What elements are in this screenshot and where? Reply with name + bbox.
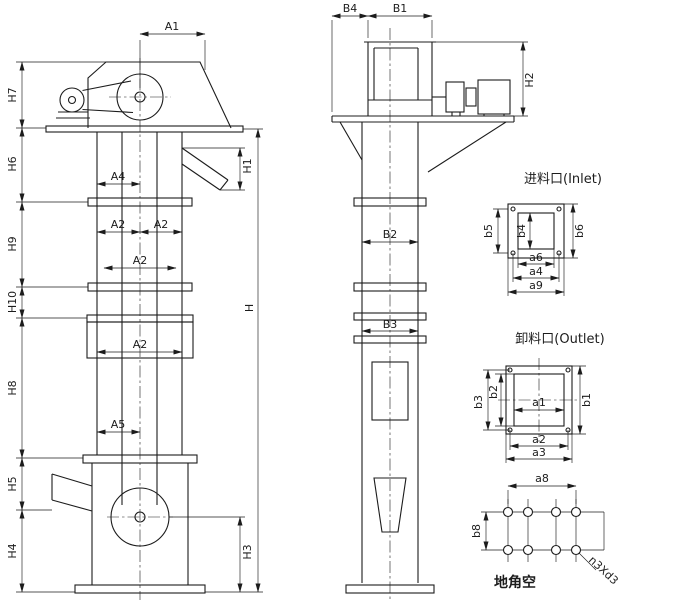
bucket [371, 361, 409, 421]
outlet-detail: 卸料口(Outlet) b1 b2 b3 a1 a2 a3 [472, 331, 605, 463]
bolt-hole [565, 367, 571, 373]
anchor-hole [502, 506, 514, 518]
anchor-hole [522, 544, 534, 556]
platform-braces [339, 121, 507, 173]
dim-label-a4-inlet: a4 [529, 265, 543, 278]
side-view: B4 B1 H2 B2 B3 [331, 2, 536, 600]
dim-label-h4: H4 [6, 543, 19, 558]
dim-label-a2-outlet: a2 [532, 433, 546, 446]
head-casing [364, 41, 436, 116]
dim-label-h9: H9 [6, 236, 19, 251]
dim-label-a8: a8 [535, 472, 549, 485]
flange [353, 335, 427, 344]
bucket-trapezoid [373, 477, 407, 533]
centerline [498, 358, 580, 442]
flange [353, 197, 427, 207]
base-hole-pattern: a8 b8 n3Xd3 地角空 [470, 472, 621, 591]
dim-label-b6: b6 [573, 224, 586, 238]
dim-label-a2: A2 [111, 218, 126, 231]
head-platform [331, 115, 515, 123]
dim-label-h: H [243, 304, 256, 312]
drive-motor-icon [59, 87, 85, 113]
dim-label-b1: B1 [393, 2, 408, 15]
flange [353, 312, 427, 321]
inlet-detail: 进料口(Inlet) b6 b5 b4 a6 a4 a9 [482, 172, 602, 296]
base-title: 地角空 [494, 574, 536, 591]
dim-label-b3: B3 [383, 318, 398, 331]
dim-label-b8: b8 [470, 524, 483, 538]
dim-label-h10: H10 [6, 291, 19, 313]
anchor-hole [550, 506, 562, 518]
dim-label-a3-outlet: a3 [532, 446, 546, 459]
dim-label-b1-outlet: b1 [580, 393, 593, 407]
anchor-hole [570, 506, 582, 518]
flange [353, 282, 427, 292]
coupling [465, 87, 477, 107]
dim-label-b3-outlet: b3 [472, 395, 485, 409]
extension-lines [16, 40, 263, 593]
outlet-title: 卸料口(Outlet) [515, 331, 604, 347]
base-plate [345, 584, 435, 594]
dim-label-h8: H8 [6, 380, 19, 395]
leader-line [578, 552, 597, 571]
bolt-hole [556, 206, 562, 212]
extension-lines [481, 490, 577, 551]
motor-body [477, 79, 511, 115]
base-plate [74, 584, 206, 594]
outlet-opening [513, 373, 565, 427]
bolt-hole [510, 206, 516, 212]
front-view: H7 H6 H9 H10 H8 H5 H4 A1 A4 A2 A2 A2 A2 … [6, 20, 263, 600]
column-walls [361, 122, 419, 583]
head-housing [87, 61, 232, 129]
dim-label-h5: H5 [6, 476, 19, 491]
dim-label-h2: H2 [523, 72, 536, 87]
dim-label-h6: H6 [6, 156, 19, 171]
dim-label-b5: b5 [482, 224, 495, 238]
dim-label-b2-outlet: b2 [487, 385, 500, 399]
dim-label-a4: A4 [111, 170, 126, 183]
discharge-chute [181, 147, 229, 191]
dim-label-h7: H7 [6, 87, 19, 102]
inspection-box [86, 321, 194, 359]
dim-label-b2: B2 [383, 228, 398, 241]
dim-label-h1: H1 [241, 158, 254, 173]
centerline [107, 58, 173, 600]
gearbox [445, 81, 465, 113]
hole-count-label: n3Xd3 [586, 554, 621, 588]
belt-lines [121, 132, 158, 505]
head-platform [45, 125, 244, 133]
inlet-title: 进料口(Inlet) [524, 172, 602, 187]
drive-motor-hub [67, 95, 77, 105]
dim-label-h3: H3 [241, 544, 254, 559]
drive-supports [451, 112, 505, 116]
dim-label-a2: A2 [133, 254, 148, 267]
dim-label-a1: A1 [165, 20, 180, 33]
motor-base-and-belt [56, 80, 134, 119]
dim-label-a6: a6 [529, 251, 543, 264]
dim-label-a1-outlet: a1 [532, 396, 546, 409]
boot-top-flange [82, 454, 198, 464]
outlet-outer-flange [505, 365, 573, 435]
head-pulley-hub [134, 91, 146, 103]
dim-label-a2: A2 [154, 218, 169, 231]
boot-walls [91, 463, 189, 585]
dim-label-a2: A2 [133, 338, 148, 351]
dim-label-a9: a9 [529, 279, 543, 292]
dim-label-a5: A5 [111, 418, 126, 431]
boot-pulley-hub [134, 511, 146, 523]
dim-label-b4: B4 [343, 2, 358, 15]
centerlines [492, 499, 605, 562]
anchor-hole [522, 506, 534, 518]
extension-lines [331, 20, 528, 117]
anchor-hole [502, 544, 514, 556]
inlet-outer-flange [507, 203, 565, 259]
anchor-hole [550, 544, 562, 556]
anchor-hole [570, 544, 582, 556]
inlet-opening [517, 212, 555, 250]
inlet-chute [51, 473, 93, 512]
dim-label-b4-inlet: b4 [515, 224, 528, 238]
